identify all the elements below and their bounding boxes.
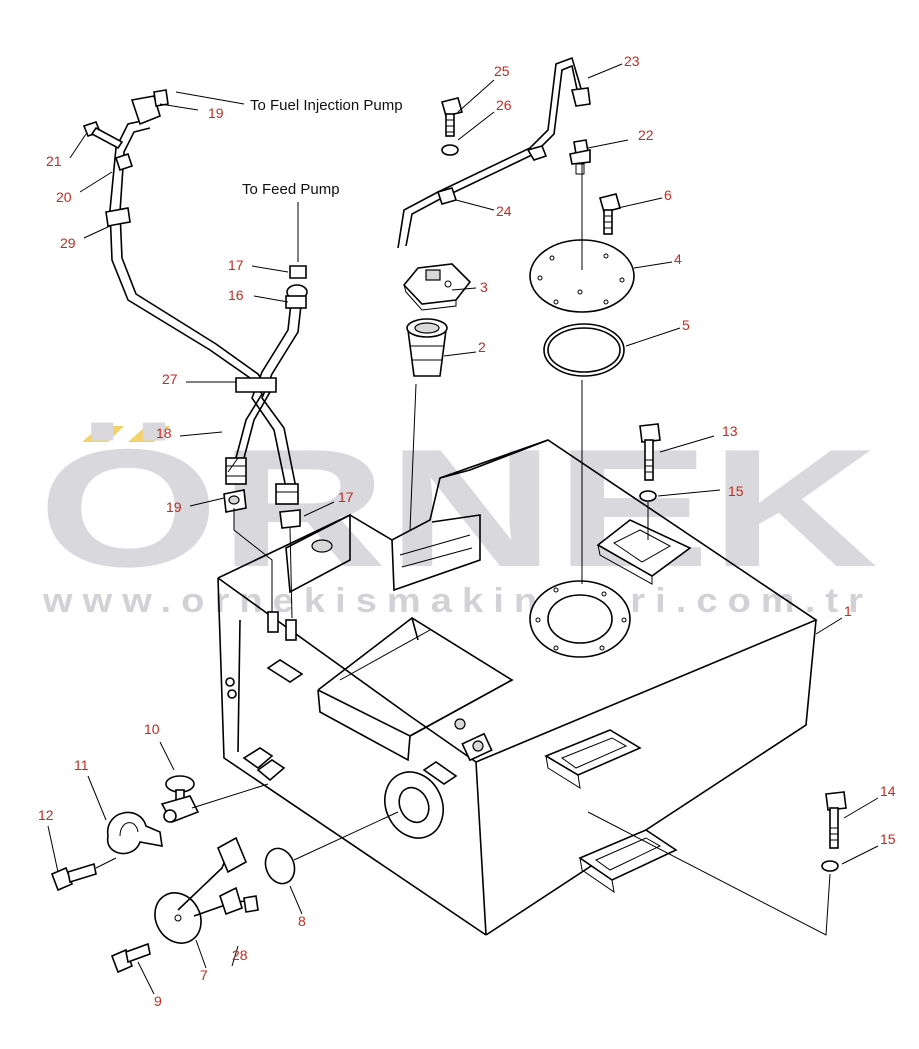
callout-14: 14 — [880, 783, 896, 799]
callout-17-top: 17 — [228, 257, 244, 273]
callout-3: 3 — [480, 279, 488, 295]
callout-25: 25 — [494, 63, 510, 79]
bolt-6 — [599, 193, 621, 235]
vent-pipe — [397, 56, 591, 249]
callout-17-bottom: 17 — [338, 489, 354, 505]
bolt-13 — [639, 423, 661, 481]
callout-24: 24 — [496, 203, 512, 219]
callout-2: 2 — [478, 339, 486, 355]
callout-15-bottom: 15 — [880, 831, 896, 847]
leader-lines — [47, 63, 879, 995]
watermark-brand: ÖRNEK — [38, 414, 878, 602]
watermark-accent-right — [128, 426, 170, 442]
callout-8: 8 — [298, 913, 306, 929]
bolt-12 — [50, 862, 97, 892]
callout-1: 1 — [844, 603, 852, 619]
callout-5: 5 — [682, 317, 690, 333]
washer-26 — [441, 144, 459, 156]
callout-23: 23 — [624, 53, 640, 69]
watermark-url: www.ornekismakinalari.com.tr — [42, 582, 873, 620]
callout-11: 11 — [74, 757, 89, 773]
watermark-accent-left — [82, 426, 124, 442]
callout-10: 10 — [144, 721, 160, 737]
fuel-tank — [217, 439, 818, 936]
bolt-14 — [825, 791, 847, 849]
callout-26: 26 — [496, 97, 512, 113]
callout-7: 7 — [200, 967, 208, 983]
washer-15-top — [639, 490, 657, 502]
callout-6: 6 — [664, 187, 672, 203]
fuel-sender — [154, 836, 259, 944]
callout-29: 29 — [60, 235, 76, 251]
callouts: 1 2 3 4 5 6 7 8 9 10 11 12 13 14 15 15 1… — [38, 53, 896, 1009]
callout-16: 16 — [228, 287, 244, 303]
callout-19-bottom: 19 — [166, 499, 182, 515]
caption-feed-pump: To Feed Pump — [242, 181, 340, 198]
fuel-lines — [82, 89, 308, 641]
callout-13: 13 — [722, 423, 738, 439]
callout-15-top: 15 — [728, 483, 744, 499]
clamp-11 — [107, 811, 163, 855]
callout-4: 4 — [674, 251, 682, 267]
washer-15-bottom — [821, 860, 839, 872]
drain-valve — [160, 775, 200, 823]
callout-20: 20 — [56, 189, 72, 205]
callout-19-top: 19 — [208, 105, 224, 121]
callout-12: 12 — [38, 807, 54, 823]
o-ring-8 — [264, 847, 296, 885]
fitting-22 — [569, 139, 591, 175]
watermark: ÖRNEK www.ornekismakinalari.com.tr — [38, 414, 878, 620]
vent-block — [402, 263, 472, 311]
bolt-9 — [110, 942, 151, 974]
callout-28: 28 — [232, 947, 248, 963]
callout-9: 9 — [154, 993, 162, 1009]
callout-18: 18 — [156, 425, 172, 441]
callout-22: 22 — [638, 127, 654, 143]
caption-fuel-injection-pump: To Fuel Injection Pump — [250, 97, 403, 114]
bolt-25 — [441, 97, 463, 137]
callout-21: 21 — [46, 153, 62, 169]
strainer — [406, 318, 448, 377]
gasket-ring — [543, 323, 625, 377]
callout-27: 27 — [162, 371, 178, 387]
